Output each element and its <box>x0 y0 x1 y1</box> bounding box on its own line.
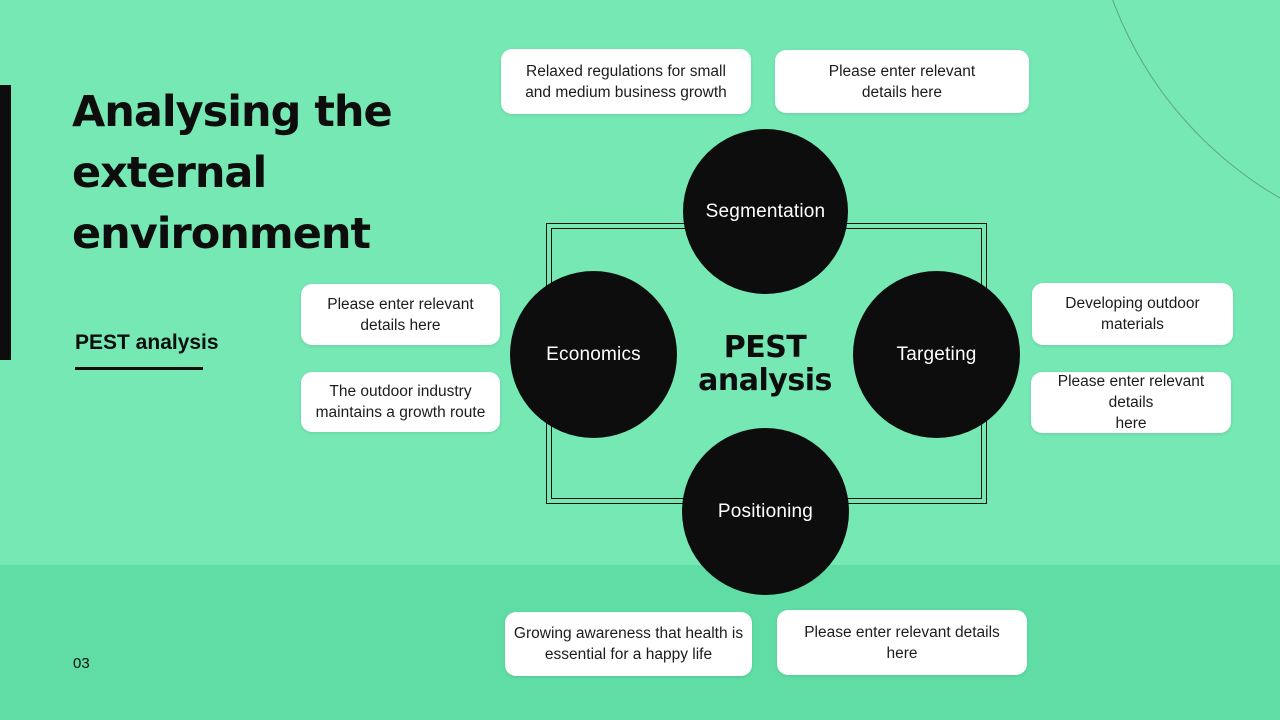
section-label-underline <box>75 367 203 370</box>
diagram-center-label[interactable]: PEST analysis <box>698 330 832 398</box>
callout-text: Please enter relevant details here <box>1057 373 1205 432</box>
node-segmentation[interactable]: Segmentation <box>683 129 848 294</box>
callout-bottom-left[interactable]: Growing awareness that health is essenti… <box>505 612 752 676</box>
callout-text: The outdoor industry maintains a growth … <box>315 383 486 421</box>
callout-top-left[interactable]: Relaxed regulations for small and medium… <box>501 49 751 114</box>
callout-text: Relaxed regulations for small and medium… <box>525 62 727 101</box>
node-positioning[interactable]: Positioning <box>682 428 849 595</box>
callout-text: Please enter relevant details here <box>327 295 474 334</box>
callout-text: Please enter relevant details here <box>804 623 1000 662</box>
page-number: 03 <box>73 655 90 672</box>
slide-title[interactable]: Analysing the external environment <box>72 87 393 259</box>
node-label: Segmentation <box>705 200 826 222</box>
callout-mid-left-lower[interactable]: The outdoor industry maintains a growth … <box>301 372 500 432</box>
callout-text: Developing outdoor materials <box>1065 295 1200 333</box>
node-targeting[interactable]: Targeting <box>853 271 1020 438</box>
callout-bottom-right[interactable]: Please enter relevant details here <box>777 610 1027 675</box>
callout-mid-right-lower[interactable]: Please enter relevant details here <box>1031 372 1231 433</box>
section-label[interactable]: PEST analysis <box>75 331 219 354</box>
callout-text: Growing awareness that health is essenti… <box>513 625 744 663</box>
corner-arc-decoration <box>1088 0 1280 250</box>
node-label: Targeting <box>896 343 977 365</box>
node-label: Economics <box>546 343 641 365</box>
callout-text: Please enter relevant details here <box>828 62 976 101</box>
node-economics[interactable]: Economics <box>510 271 677 438</box>
left-accent-bar <box>0 85 11 360</box>
node-label: Positioning <box>717 500 814 522</box>
callout-mid-left-upper[interactable]: Please enter relevant details here <box>301 284 500 345</box>
callout-top-right[interactable]: Please enter relevant details here <box>775 50 1029 113</box>
callout-mid-right-upper[interactable]: Developing outdoor materials <box>1032 283 1233 345</box>
